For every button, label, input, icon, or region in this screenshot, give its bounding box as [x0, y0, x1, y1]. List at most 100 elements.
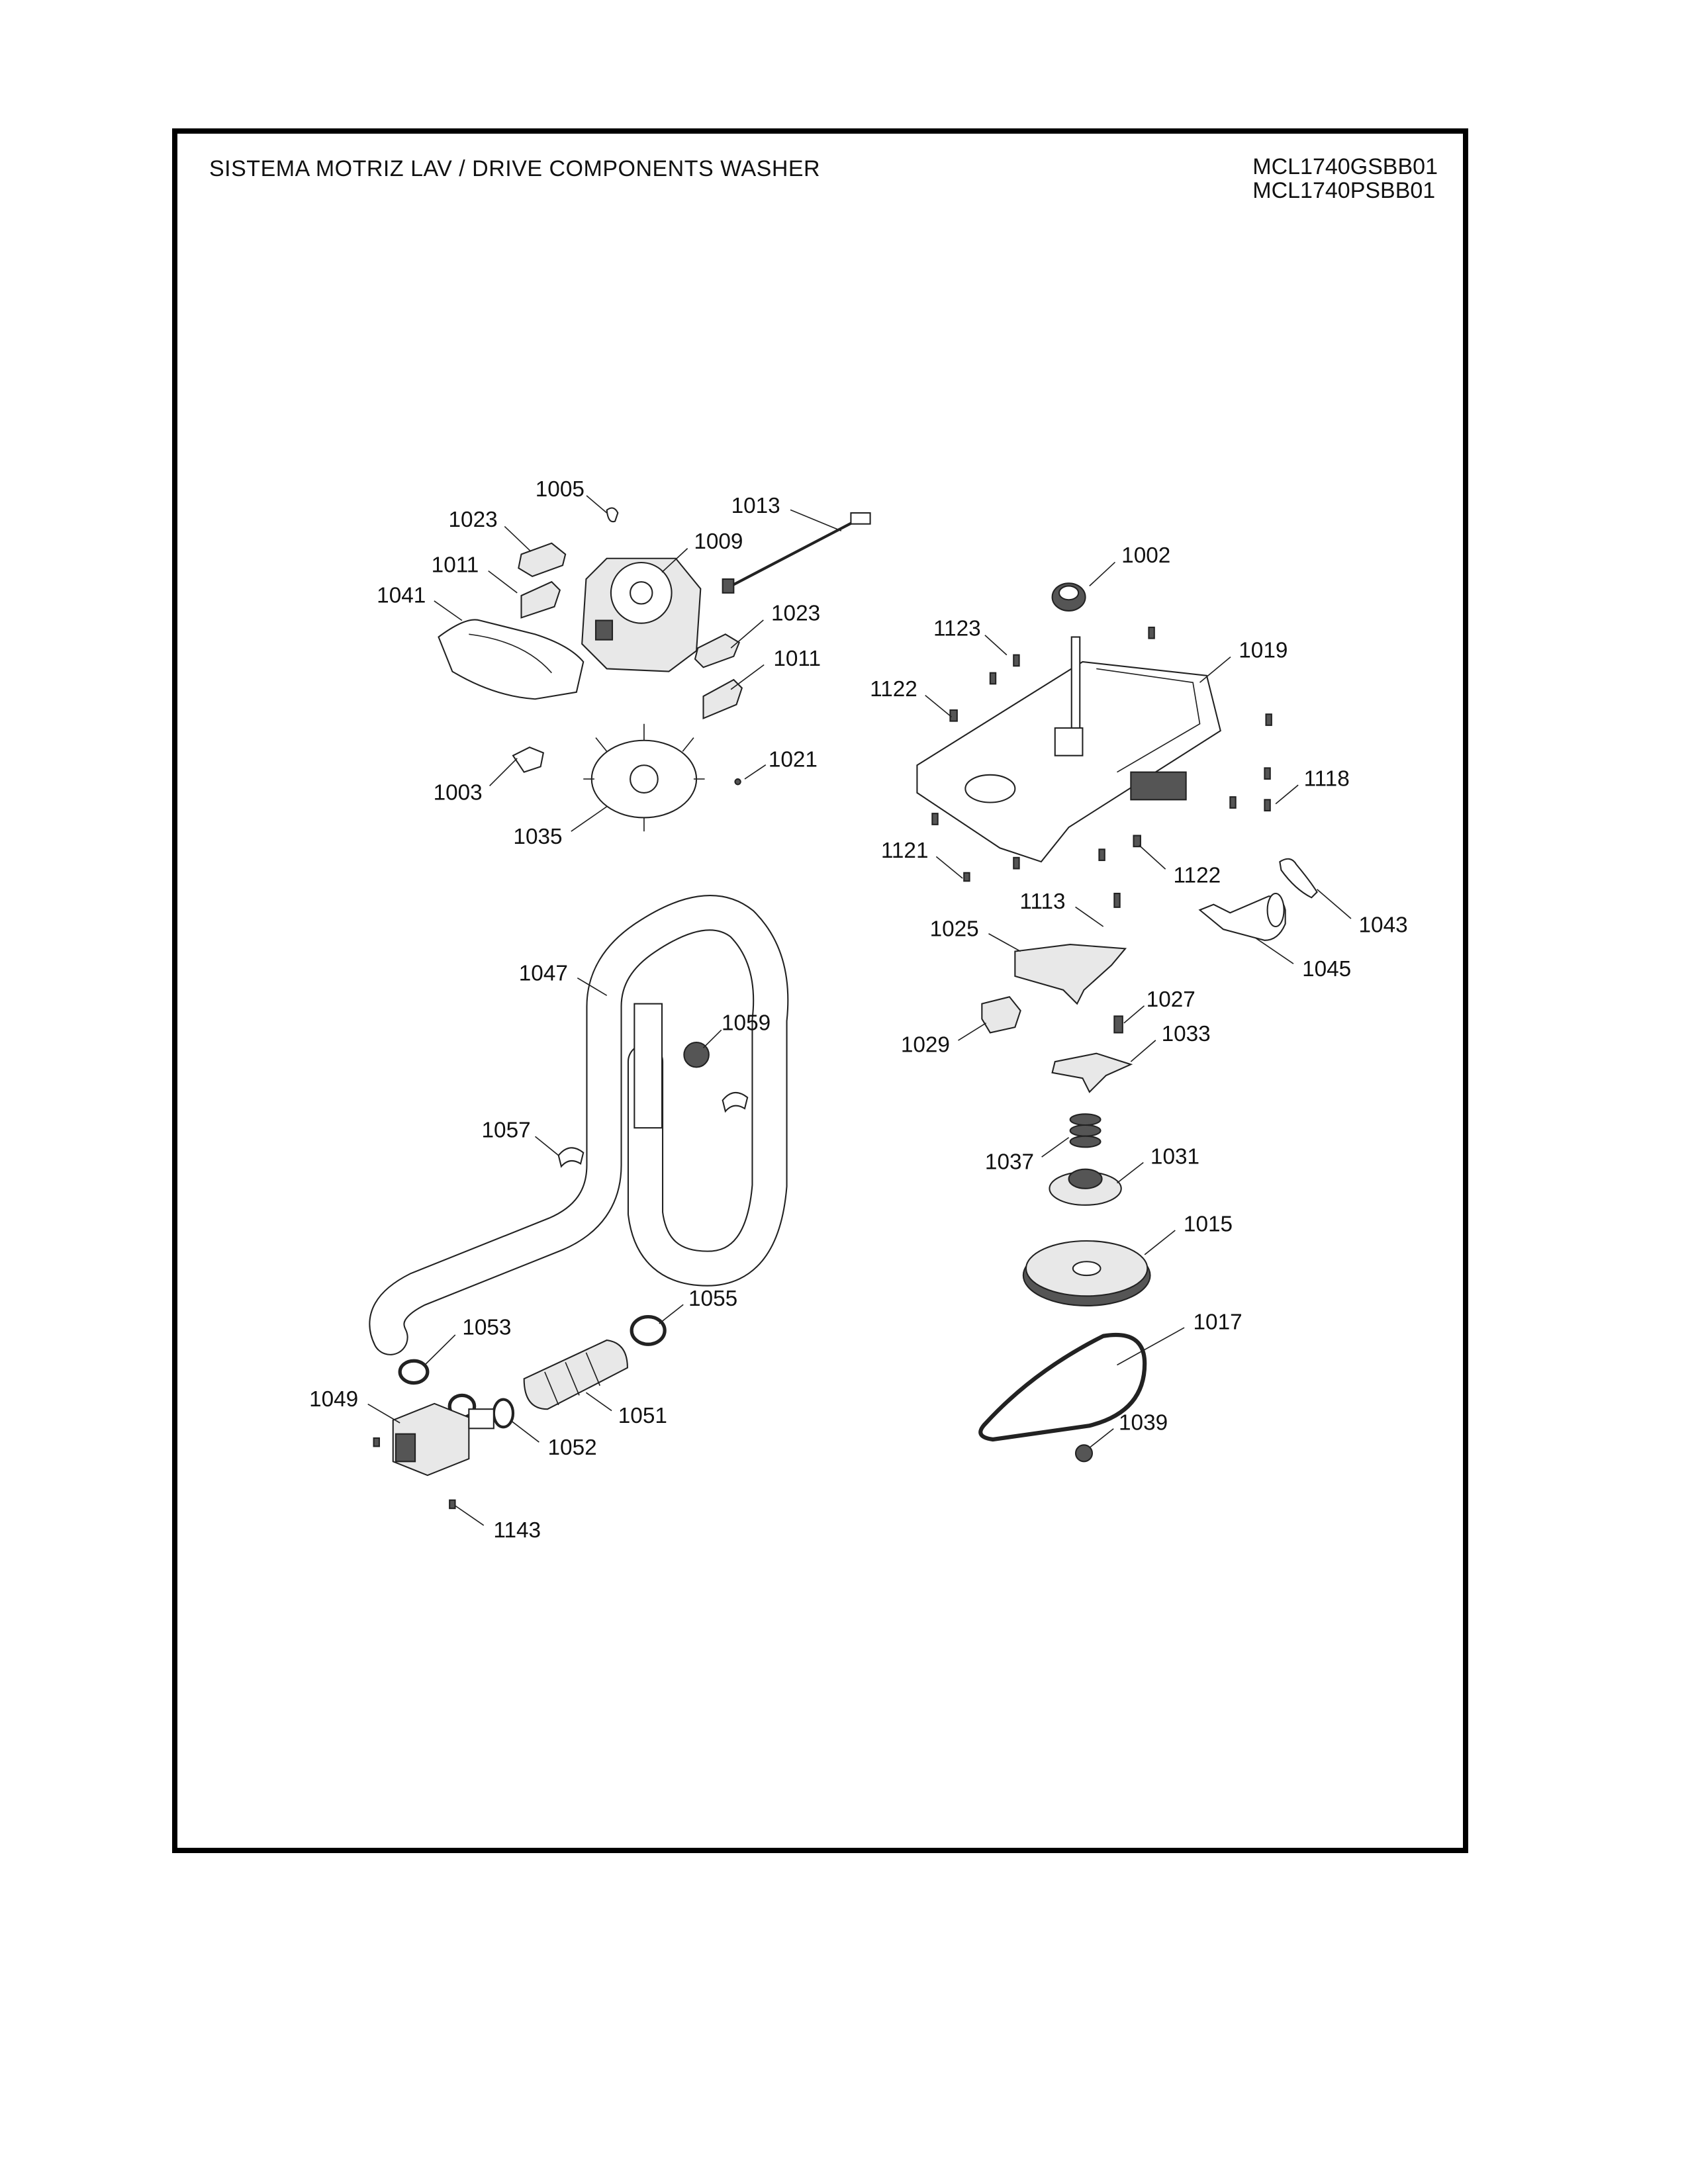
- callout-1011[interactable]: 1011: [773, 647, 821, 671]
- callout-1055[interactable]: 1055: [688, 1287, 737, 1311]
- part-1035-fan[interactable]: [583, 723, 705, 832]
- part-screw[interactable]: [1013, 856, 1020, 870]
- part-1002-seal[interactable]: [1051, 582, 1086, 612]
- callout-1113[interactable]: 1113: [1019, 889, 1065, 914]
- callout-1017[interactable]: 1017: [1194, 1310, 1243, 1334]
- callout-1027[interactable]: 1027: [1147, 987, 1196, 1012]
- part-screw[interactable]: [1148, 626, 1155, 639]
- part-1021-nut[interactable]: [734, 778, 741, 786]
- leader-line: [571, 806, 608, 832]
- callout-1041[interactable]: 1041: [377, 583, 426, 608]
- part-1005-clip[interactable]: [606, 507, 619, 523]
- part-1011-mount[interactable]: [702, 678, 743, 719]
- part-1143-screw[interactable]: [449, 1499, 456, 1510]
- part-1013-harness[interactable]: [730, 520, 856, 588]
- part-1033-shift-fork[interactable]: [1051, 1052, 1133, 1093]
- model-number: MCL1740PSBB01: [1252, 178, 1436, 203]
- callout-1122[interactable]: 1122: [1173, 863, 1221, 887]
- callout-1009[interactable]: 1009: [694, 529, 743, 554]
- part-1118-screw[interactable]: [1264, 799, 1271, 812]
- callout-1045[interactable]: 1045: [1302, 957, 1351, 981]
- part-1041-cover[interactable]: [438, 619, 585, 700]
- callout-1031[interactable]: 1031: [1150, 1144, 1199, 1169]
- callout-1023[interactable]: 1023: [449, 508, 498, 532]
- part-1045-damper[interactable]: [1198, 892, 1286, 941]
- leader-line: [424, 1334, 456, 1366]
- part-1123-screw[interactable]: [1013, 654, 1020, 667]
- part-1003-bracket[interactable]: [512, 747, 545, 773]
- part-1043-strap[interactable]: [1279, 858, 1318, 899]
- leader-line: [1130, 1040, 1156, 1062]
- part-1057-clip[interactable]: [722, 1092, 749, 1113]
- part-1051-bellows-hose[interactable]: [523, 1339, 628, 1410]
- callout-1043[interactable]: 1043: [1359, 913, 1408, 937]
- leader-line: [935, 856, 963, 879]
- part-1027-spring[interactable]: [1113, 1015, 1123, 1034]
- part-1053-clamp[interactable]: [398, 1359, 430, 1385]
- part-1055-clamp[interactable]: [630, 1314, 667, 1346]
- part-1009-motor[interactable]: [581, 557, 702, 672]
- part-1123-screw[interactable]: [989, 672, 997, 685]
- callout-1059[interactable]: 1059: [722, 1011, 771, 1035]
- leader-line: [1117, 1327, 1185, 1366]
- callout-1025[interactable]: 1025: [930, 917, 979, 942]
- leader-line: [744, 764, 767, 780]
- leader-line: [1075, 906, 1104, 927]
- part-1023-pad[interactable]: [694, 633, 740, 668]
- callout-1057[interactable]: 1057: [482, 1118, 531, 1143]
- callout-1029[interactable]: 1029: [901, 1033, 950, 1058]
- callout-1118[interactable]: 1118: [1304, 767, 1350, 792]
- part-1118-screw[interactable]: [1264, 767, 1271, 780]
- callout-1005[interactable]: 1005: [536, 477, 585, 502]
- callout-1037[interactable]: 1037: [985, 1150, 1034, 1175]
- leader-line: [1199, 657, 1231, 683]
- leader-line: [1144, 1230, 1176, 1255]
- part-screw[interactable]: [1265, 713, 1272, 726]
- callout-1143[interactable]: 1143: [493, 1518, 541, 1543]
- part-1015-pulley[interactable]: [1022, 1240, 1151, 1306]
- callout-1033[interactable]: 1033: [1162, 1022, 1211, 1046]
- callout-1002[interactable]: 1002: [1121, 543, 1170, 568]
- part-1121-screw[interactable]: [963, 872, 970, 882]
- callout-1051[interactable]: 1051: [618, 1404, 667, 1428]
- callout-1003[interactable]: 1003: [434, 780, 483, 805]
- part-1039-nut[interactable]: [1074, 1444, 1094, 1463]
- callout-1039[interactable]: 1039: [1119, 1410, 1168, 1435]
- callout-1123[interactable]: 1123: [933, 616, 981, 641]
- part-1031-clutch[interactable]: [1049, 1168, 1122, 1206]
- part-1059-retainer[interactable]: [683, 1041, 710, 1068]
- part-1057-clip[interactable]: [557, 1147, 585, 1168]
- part-1025-brake[interactable]: [1014, 944, 1127, 1005]
- part-screw[interactable]: [373, 1437, 380, 1447]
- callout-1052[interactable]: 1052: [548, 1435, 597, 1460]
- part-1023-pad[interactable]: [518, 542, 567, 577]
- callout-1053[interactable]: 1053: [462, 1316, 511, 1340]
- part-1122-screw[interactable]: [1133, 835, 1141, 848]
- part-1122-screw[interactable]: [949, 709, 958, 722]
- parts-drawing: [369, 507, 1318, 1510]
- part-1029-actuator[interactable]: [981, 996, 1021, 1034]
- part-1049-drain-pump[interactable]: [392, 1402, 494, 1477]
- part-1013-connector[interactable]: [722, 578, 735, 594]
- part-1017-belt[interactable]: [978, 1332, 1147, 1442]
- part-1113-screw[interactable]: [1113, 892, 1121, 908]
- part-1047-hose[interactable]: [369, 895, 789, 1355]
- callout-1011[interactable]: 1011: [432, 553, 479, 578]
- callout-1035[interactable]: 1035: [513, 825, 562, 849]
- callout-1015[interactable]: 1015: [1184, 1212, 1233, 1236]
- part-1019-base-plate[interactable]: [916, 636, 1221, 863]
- callout-1047[interactable]: 1047: [519, 961, 568, 985]
- callout-1019[interactable]: 1019: [1239, 639, 1288, 663]
- part-1052-ring[interactable]: [492, 1398, 515, 1429]
- part-1037-spring[interactable]: [1069, 1113, 1102, 1148]
- callout-1049[interactable]: 1049: [309, 1387, 358, 1412]
- callout-1013[interactable]: 1013: [731, 494, 780, 518]
- part-screw[interactable]: [931, 813, 939, 825]
- callout-1021[interactable]: 1021: [769, 747, 818, 772]
- callout-1122[interactable]: 1122: [870, 677, 917, 702]
- part-1011-mount[interactable]: [520, 580, 561, 619]
- callout-1121[interactable]: 1121: [881, 839, 929, 863]
- callout-1023[interactable]: 1023: [771, 602, 820, 626]
- part-screw[interactable]: [1098, 848, 1105, 862]
- part-screw[interactable]: [1229, 796, 1237, 809]
